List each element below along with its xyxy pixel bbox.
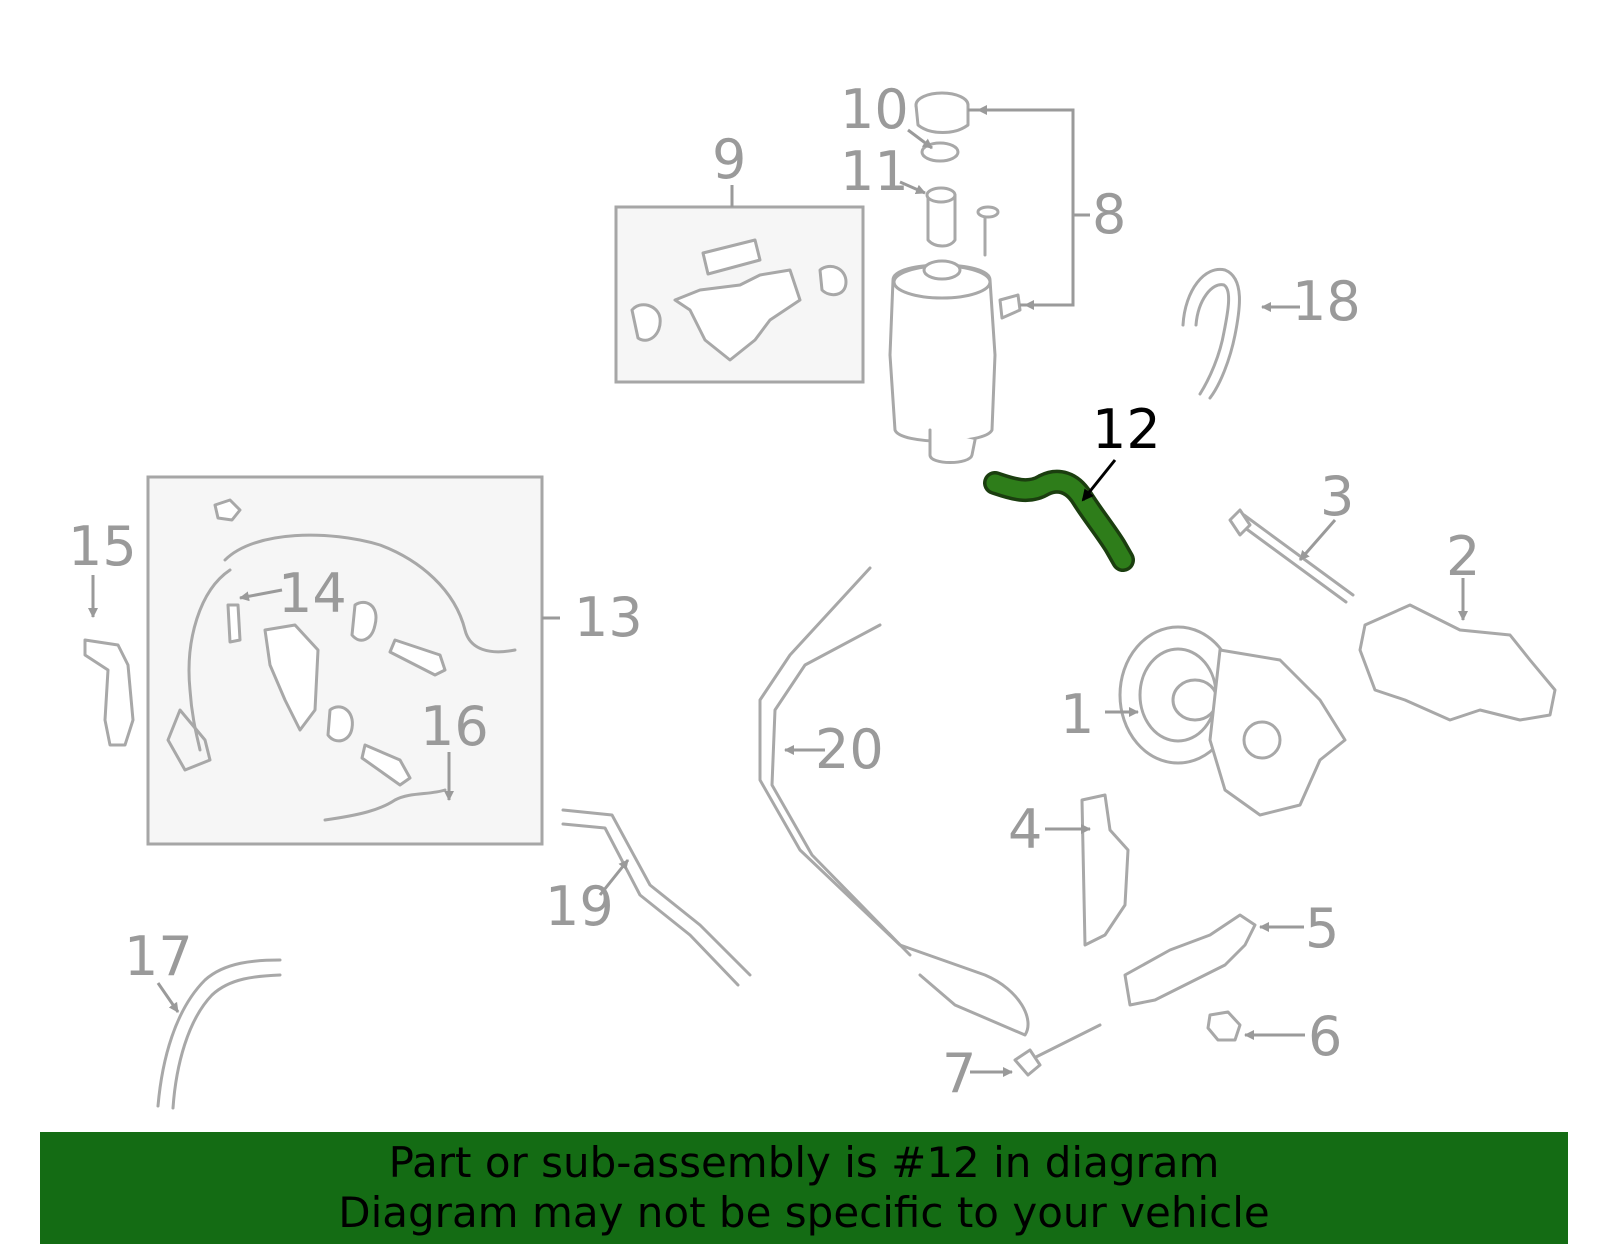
bracket-5 <box>1123 913 1257 1007</box>
callout-5: 5 <box>1305 897 1339 960</box>
info-banner: Part or sub-assembly is #12 in diagram D… <box>40 1132 1568 1244</box>
callout-12: 12 <box>1092 398 1161 461</box>
callout-4: 4 <box>1008 798 1042 861</box>
callout-7: 7 <box>942 1042 976 1105</box>
bolt-3 <box>1235 520 1348 604</box>
hose-12-fill <box>986 473 1132 569</box>
bracket-2 <box>1358 603 1557 722</box>
pump-1 <box>1118 625 1347 817</box>
callout-19: 19 <box>545 875 614 938</box>
hose-18 <box>1181 267 1241 400</box>
callout-11: 11 <box>840 140 909 203</box>
callout-14: 14 <box>278 562 347 625</box>
callout-18: 18 <box>1292 270 1361 333</box>
pipe-assembly-20 <box>758 566 1030 1037</box>
callout-17: 17 <box>124 925 193 988</box>
hose-17 <box>156 958 282 1108</box>
bracket-15 <box>83 638 135 747</box>
callout-2: 2 <box>1446 525 1480 588</box>
callout-9: 9 <box>712 128 746 191</box>
pipe-19 <box>561 808 752 977</box>
reservoir-assembly <box>888 91 1022 464</box>
bracket-4 <box>1080 793 1130 947</box>
callout-6: 6 <box>1308 1005 1342 1068</box>
bracket-kit-box-9 <box>614 205 865 384</box>
callout-15: 15 <box>68 515 137 578</box>
callout-13: 13 <box>574 586 643 649</box>
callout-16: 16 <box>420 695 489 758</box>
callout-10: 10 <box>840 78 909 141</box>
banner-disclaimer-line: Diagram may not be specific to your vehi… <box>338 1188 1270 1237</box>
nut-6 <box>1206 1010 1242 1042</box>
banner-part-line: Part or sub-assembly is #12 in diagram <box>388 1138 1220 1187</box>
bolt-7 <box>1028 1023 1102 1062</box>
callout-20: 20 <box>815 718 884 781</box>
callout-3: 3 <box>1320 465 1354 528</box>
callout-8: 8 <box>1092 183 1126 246</box>
hose-kit-box-13 <box>146 475 544 846</box>
callout-1: 1 <box>1060 683 1094 746</box>
